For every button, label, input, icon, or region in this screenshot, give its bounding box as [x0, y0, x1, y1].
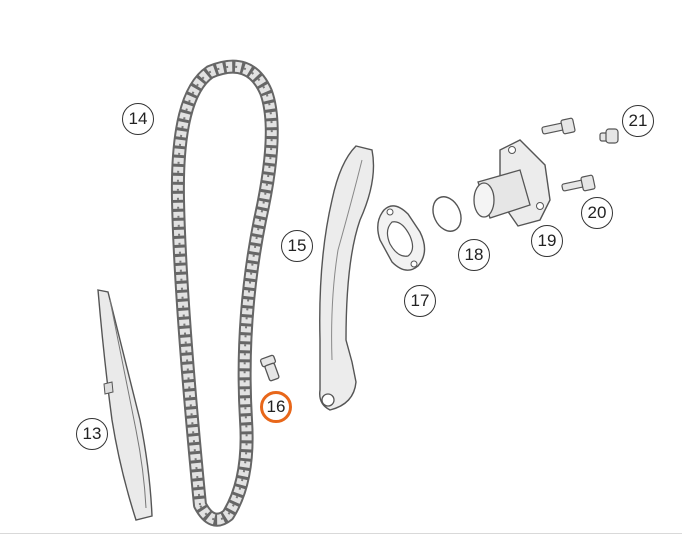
o-ring: [432, 196, 462, 232]
guide-rail: [97, 289, 153, 521]
callout-gasket[interactable]: 17: [404, 285, 436, 317]
callout-tensioner[interactable]: 19: [531, 225, 563, 257]
callout-pivot-bolt[interactable]: 16: [260, 391, 292, 423]
gasket: [377, 205, 426, 271]
divider: [0, 533, 682, 534]
pivot-bolt: [259, 354, 280, 382]
plug-screw: [599, 128, 619, 144]
callout-bolt[interactable]: 20: [581, 197, 613, 229]
callout-guide-rail[interactable]: 13: [76, 418, 108, 450]
callout-tensioner-rail[interactable]: 15: [281, 230, 313, 262]
callout-o-ring[interactable]: 18: [458, 239, 490, 271]
timing-chain: [170, 59, 279, 527]
tensioner-rail: [319, 145, 375, 411]
chain-tensioner: [473, 139, 551, 227]
callout-chain[interactable]: 14: [122, 103, 154, 135]
callout-plug-screw[interactable]: 21: [622, 105, 654, 137]
tensioner-bolt-top: [541, 117, 576, 135]
tensioner-bolt: [561, 174, 596, 192]
